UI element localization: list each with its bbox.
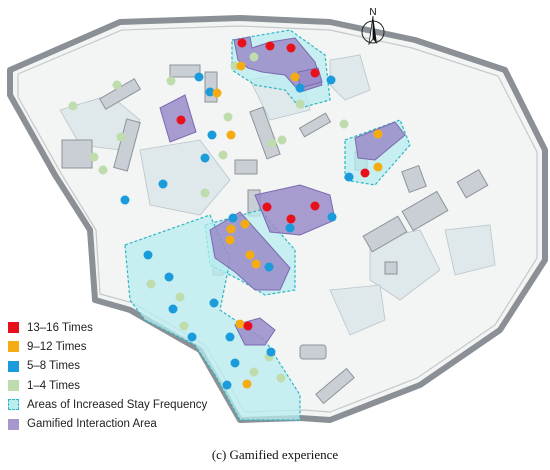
visitor-dots-9-12 [212,61,383,389]
legend-item-game-area: Gamified Interaction Area [8,414,207,433]
legend-swatch-game-area [8,418,19,430]
gamified-interaction-areas [159,36,406,346]
legend-item-9-12: 9–12 Times [8,337,207,356]
legend-label: 1–4 Times [27,379,81,392]
legend-swatch-orange [8,341,19,353]
north-label: N [369,7,376,18]
legend-item-stay-area: Areas of Increased Stay Frequency [8,395,207,414]
visitor-dots-5-8 [120,72,354,390]
legend-swatch-blue [8,360,19,372]
legend-label: 9–12 Times [27,340,87,353]
legend-swatch-stay-area [8,399,19,411]
legend-swatch-red [8,322,19,334]
legend-item-13-16: 13–16 Times [8,318,207,337]
figure-caption: (c) Gamified experience [211,447,339,462]
map-legend: 13–16 Times 9–12 Times 5–8 Times 1–4 Tim… [8,318,207,434]
legend-label: 5–8 Times [27,360,81,373]
legend-label: 13–16 Times [27,321,93,334]
legend-item-5-8: 5–8 Times [8,357,207,376]
buildings [61,64,489,405]
legend-label: Gamified Interaction Area [27,418,157,431]
legend-label: Areas of Increased Stay Frequency [27,398,208,411]
garden-areas [59,54,496,336]
visitor-dots-1-4 [68,52,349,383]
north-arrow-icon: N [361,7,385,46]
legend-item-1-4: 1–4 Times [8,376,207,395]
legend-swatch-green [8,380,19,392]
visitor-dots-13-16 [176,38,370,331]
